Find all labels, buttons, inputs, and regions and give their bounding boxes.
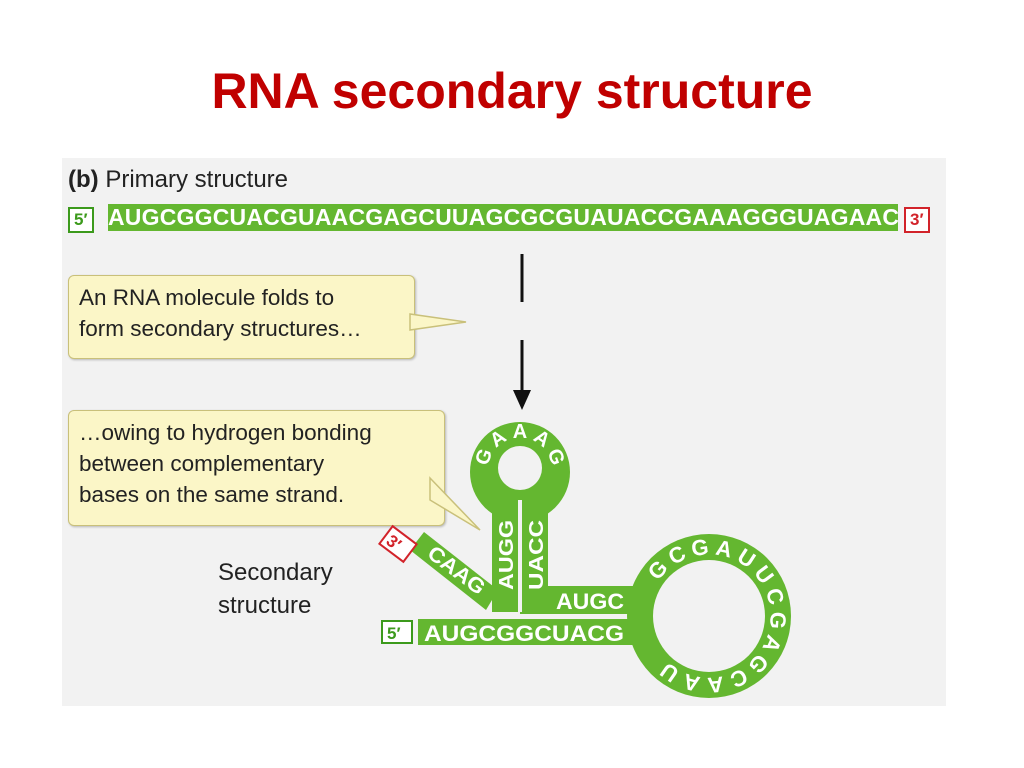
callout-folds-pointer xyxy=(409,313,467,331)
branch-bar xyxy=(410,532,498,610)
big-loop-letter-3: A xyxy=(714,535,735,563)
secondary-label-line-1: Secondary xyxy=(218,559,333,586)
callout-folds: An RNA molecule folds to form secondary … xyxy=(68,275,415,359)
page-title: RNA secondary structure xyxy=(211,63,813,119)
callout-bonding-line-3: bases on the same strand. xyxy=(79,482,345,507)
secondary-structure-label: Secondary structure xyxy=(218,556,333,622)
panel-label: (b) Primary structure xyxy=(68,166,288,194)
hairpin-loop-letter-2: A xyxy=(513,421,527,443)
panel-caption: Primary structure xyxy=(105,166,289,193)
big-loop-letter-2: G xyxy=(690,534,710,561)
big-loop-letter-6: C xyxy=(761,585,790,607)
primary-five-prime-tag: 5′ xyxy=(68,207,94,233)
big-loop-letter-11: A xyxy=(706,671,724,697)
secondary-label-line-2: structure xyxy=(218,592,312,619)
stem-bottom-seq: AUGCGGCUACG xyxy=(424,621,624,646)
callout-bonding-line-1: …owing to hydrogen bonding xyxy=(79,420,372,445)
big-loop-letter-12: A xyxy=(680,669,702,697)
stem-gap xyxy=(518,500,522,612)
panel-letter: (b) xyxy=(68,166,99,193)
big-loop-hole xyxy=(653,560,765,672)
callout-folds-line-1: An RNA molecule folds to xyxy=(79,285,335,310)
callout-bonding-pointer xyxy=(429,476,481,531)
callout-bonding: …owing to hydrogen bonding between compl… xyxy=(68,410,445,526)
hairpin-right-seq: UACC xyxy=(526,520,548,590)
primary-sequence: AUGCGGCUACGUAACGAGCUUAGCGCGUAUACCGAAAGGG… xyxy=(108,204,898,231)
sec-five-prime-box xyxy=(381,620,413,644)
hairpin-loop-letter-0: G xyxy=(471,446,497,468)
hairpin-loop-letter-4: G xyxy=(543,446,569,468)
stem-bottom-bar xyxy=(418,619,650,645)
stem-mid-seq: AUGC xyxy=(556,589,624,614)
branch-seq: CAAG xyxy=(423,542,490,600)
sec-three-prime-box xyxy=(378,524,418,564)
callout-bonding-line-2: between complementary xyxy=(79,451,325,476)
hairpin-left-seq: AUGG xyxy=(496,520,518,590)
fold-arrow-head xyxy=(513,390,531,410)
big-loop-letter-7: G xyxy=(765,611,791,630)
sec-three-prime-group: 3′ xyxy=(378,524,418,564)
callout-folds-line-2: form secondary structures… xyxy=(79,316,362,341)
hairpin-loop-hole xyxy=(498,446,542,490)
sec-five-prime-tag: 5′ xyxy=(387,624,401,643)
primary-three-prime-tag: 3′ xyxy=(904,207,930,233)
